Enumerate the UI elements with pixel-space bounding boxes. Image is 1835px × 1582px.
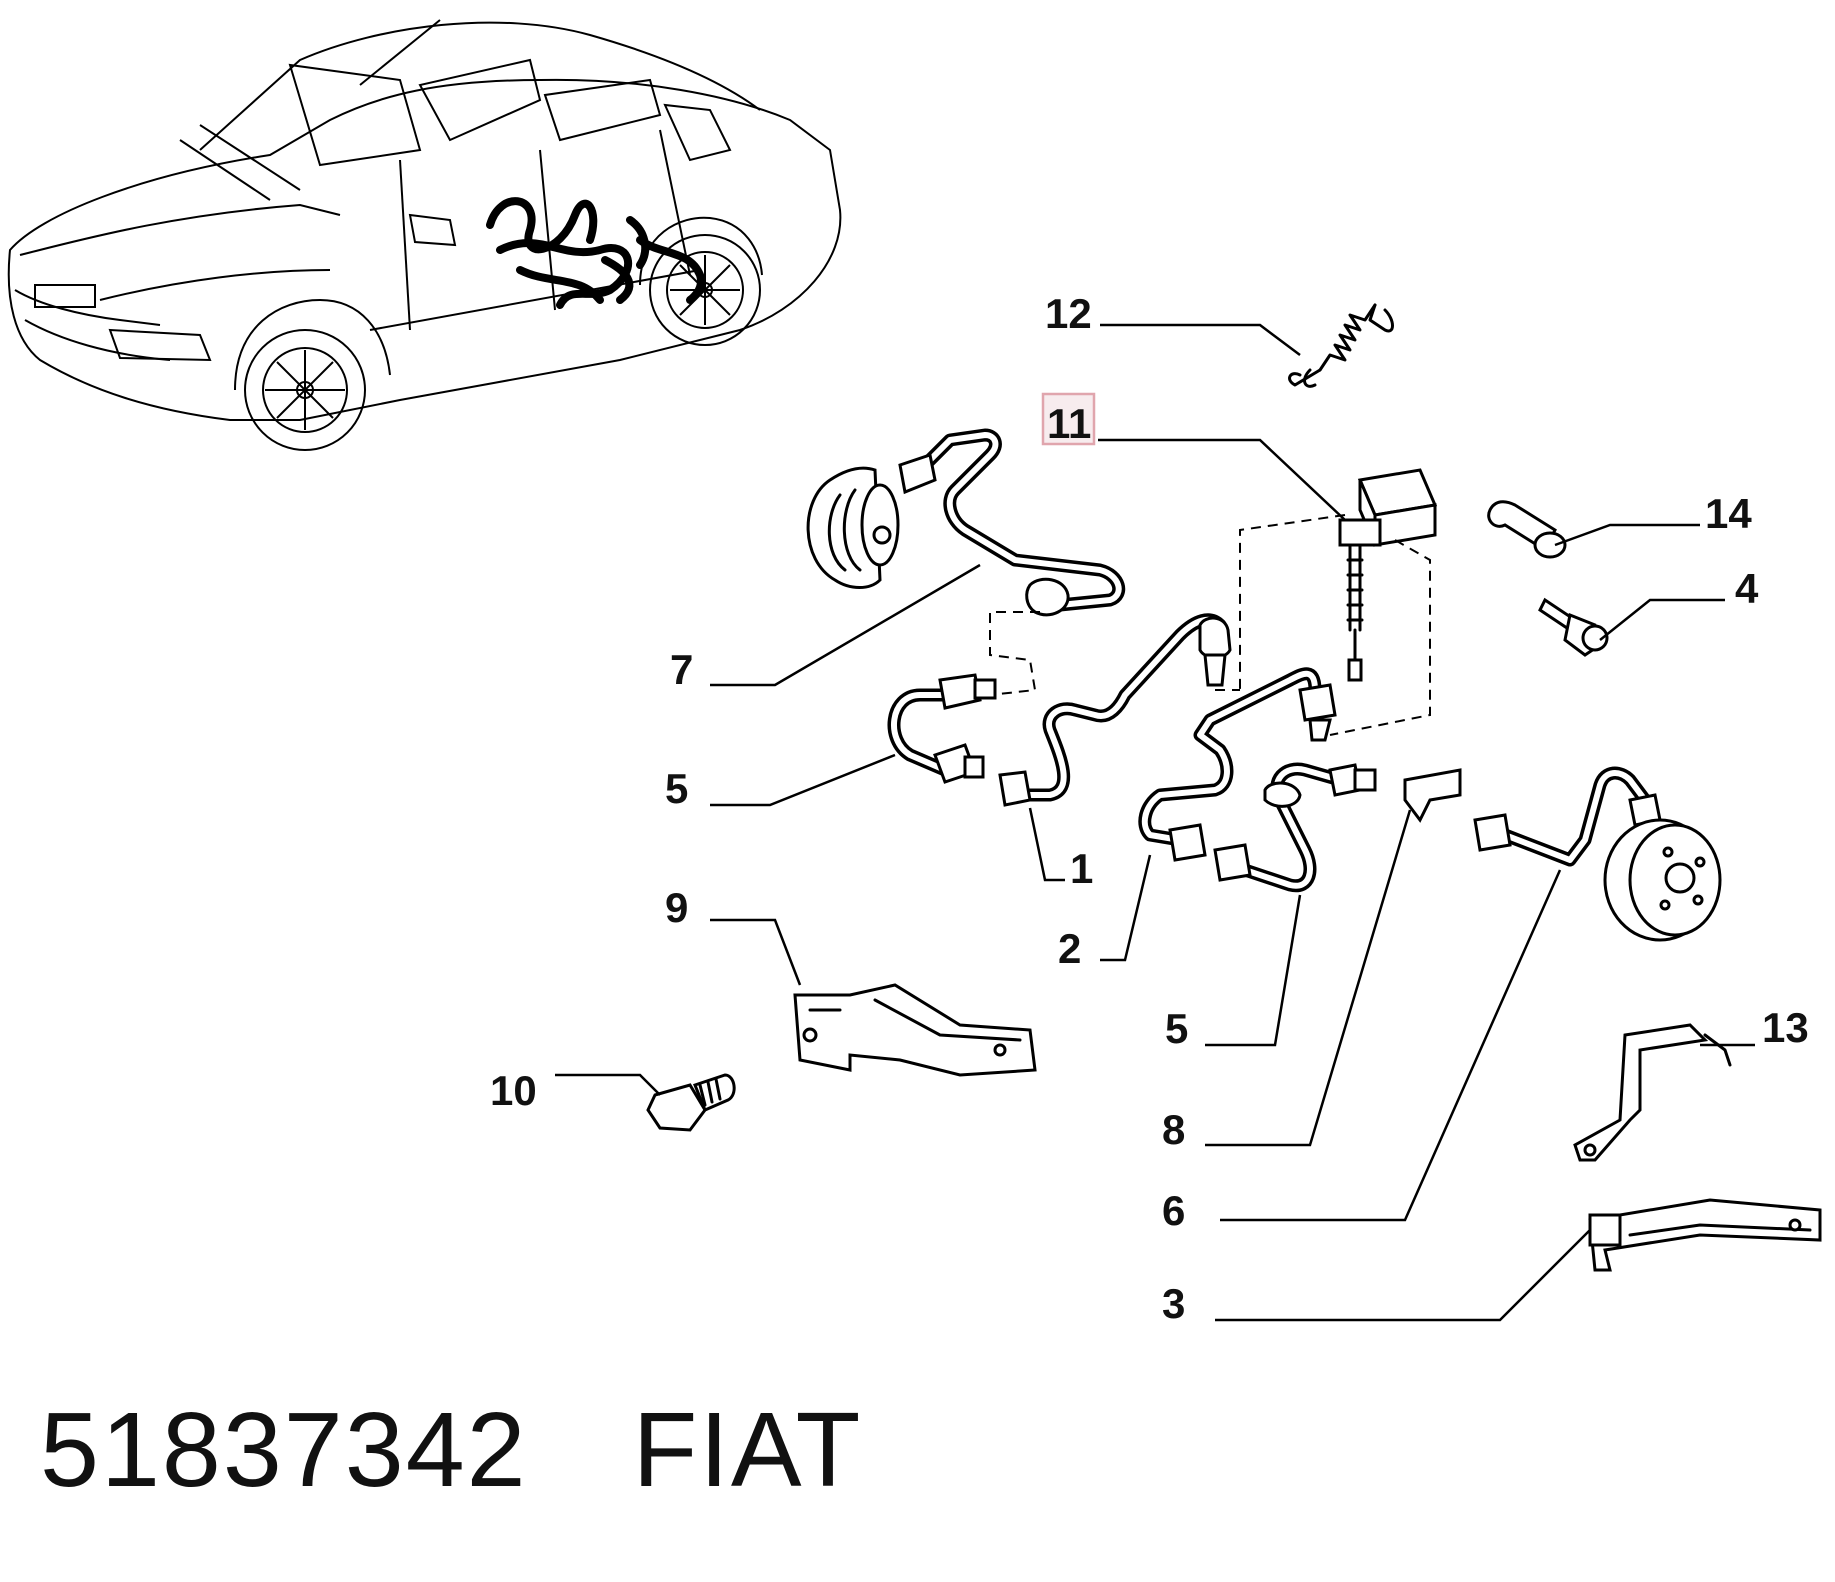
part-4-bolt	[1538, 597, 1609, 657]
highlight-box-11	[1041, 392, 1096, 446]
part-10-bolt	[646, 1073, 736, 1132]
part-8-clip	[1403, 768, 1462, 823]
callout-2[interactable]: 2	[1058, 925, 1081, 972]
part-5-pipe-lower	[1213, 762, 1377, 893]
part-7-pipe	[898, 428, 1126, 696]
part-9-bracket	[793, 983, 1037, 1077]
leader-lines	[555, 323, 1755, 1322]
front-brake-disc	[806, 466, 900, 589]
part-5-pipe-upper	[887, 673, 997, 784]
rear-brake-drum	[1603, 818, 1722, 942]
part-3-shield	[1588, 1198, 1822, 1272]
part-14-bolt	[1487, 500, 1567, 559]
part-caption: 51837342 FIAT	[40, 1390, 862, 1511]
part-12-spring	[1288, 303, 1394, 388]
callout-9[interactable]: 9	[665, 884, 688, 931]
part-number: 51837342	[40, 1391, 528, 1509]
callout-1[interactable]: 1	[1070, 845, 1093, 892]
callout-14[interactable]: 14	[1705, 490, 1752, 537]
callout-13[interactable]: 13	[1762, 1004, 1809, 1051]
callout-labels: 12 11 14 4 7 5 1 9 2 5 10 8 13 6 3	[490, 290, 1809, 1327]
car-illustration	[7, 19, 842, 451]
part-13-bracket	[1573, 1023, 1732, 1162]
callout-4[interactable]: 4	[1735, 565, 1759, 612]
part-1-pipe	[998, 613, 1232, 807]
brand-name: FIAT	[632, 1391, 863, 1509]
callout-5-lower[interactable]: 5	[1165, 1005, 1188, 1052]
part-11-regulator	[1215, 468, 1438, 736]
part-2-pipe	[1138, 667, 1337, 862]
callout-5-upper[interactable]: 5	[665, 765, 688, 812]
callout-6[interactable]: 6	[1162, 1187, 1185, 1234]
callout-10[interactable]: 10	[490, 1067, 537, 1114]
callout-7[interactable]: 7	[670, 646, 693, 693]
callout-3[interactable]: 3	[1162, 1280, 1185, 1327]
callout-8[interactable]: 8	[1162, 1106, 1185, 1153]
callout-11[interactable]: 11	[1047, 400, 1091, 447]
callout-12[interactable]: 12	[1045, 290, 1092, 337]
part-6-pipe	[1473, 766, 1662, 867]
